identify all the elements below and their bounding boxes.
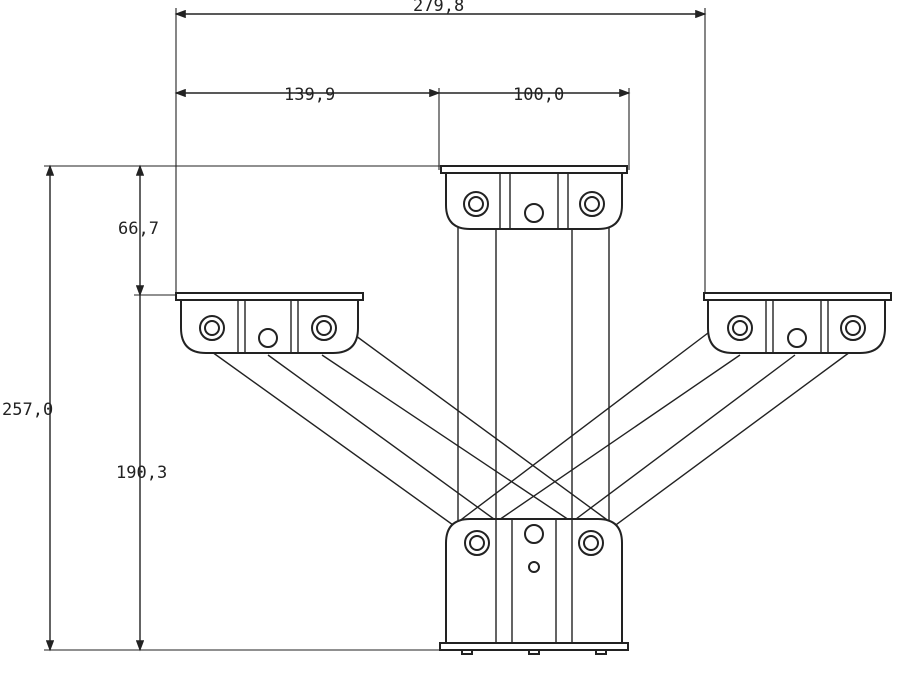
upper-height-label: 66,7 bbox=[118, 219, 159, 239]
total-height-label: 257,0 bbox=[2, 400, 53, 420]
left-bracket bbox=[175, 292, 364, 354]
top-bracket bbox=[440, 165, 628, 230]
left-offset-label: 139,9 bbox=[284, 85, 335, 105]
right-bracket bbox=[703, 292, 892, 354]
bottom-bracket bbox=[439, 518, 629, 655]
center-width-label: 100,0 bbox=[513, 85, 564, 105]
struts bbox=[211, 222, 851, 531]
overall-width-label: 279,8 bbox=[413, 0, 464, 16]
dimension-lines bbox=[44, 8, 707, 652]
lower-height-label: 190,3 bbox=[116, 463, 167, 483]
